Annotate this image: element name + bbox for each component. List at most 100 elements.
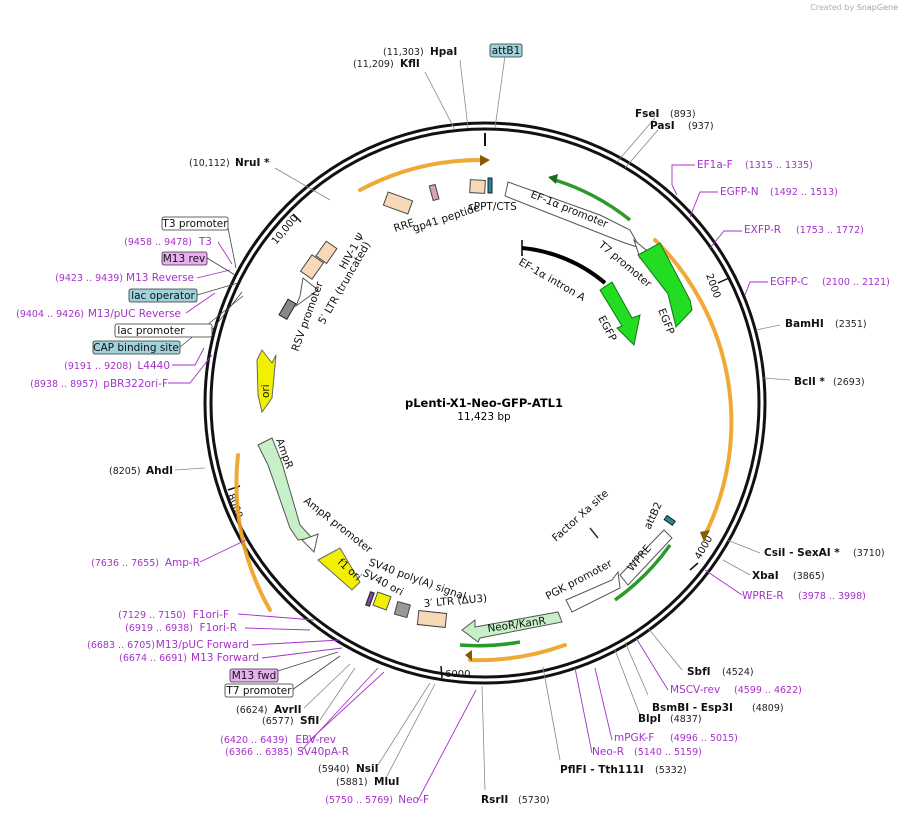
orf-arc-left <box>234 453 272 612</box>
primer-sv40pa-r: SV40pA-R <box>297 746 349 758</box>
feature-cppt-teal <box>487 177 493 194</box>
feature-neor <box>461 611 563 643</box>
snapgene-credit: Created by SnapGene <box>810 3 898 12</box>
enzyme-nrui-coord: (10,112) <box>189 158 230 169</box>
feature-factor-xa <box>589 527 599 539</box>
feature-rre <box>382 191 414 215</box>
label-neor: NeoR/KanR <box>487 615 547 635</box>
orf-arc-top <box>358 158 482 192</box>
label-t3-promoter: T3 promoter <box>161 218 228 230</box>
primer-exfp-r-coord: (1753 .. 1772) <box>796 225 864 236</box>
primer-sv40pa-r-coord: (6366 .. 6385) <box>225 747 293 758</box>
feature-egfp-outer <box>637 242 693 329</box>
primer-ef1a-f-coord: (1315 .. 1335) <box>745 160 813 171</box>
label-ori: ori <box>260 384 272 398</box>
primer-ef1a-f: EF1a-F <box>697 159 733 171</box>
primer-mpgk-f: mPGK-F <box>614 732 654 744</box>
primer-m13-reverse-coord: (9423 .. 9439) <box>55 273 123 284</box>
primer-l4440: L4440 <box>137 360 170 372</box>
label-attb1: attB1 <box>492 45 521 57</box>
primer-exfp-r: EXFP-R <box>744 224 781 236</box>
enzyme-nsii-coord: (5940) <box>318 764 350 775</box>
orf-arrow-right <box>700 530 710 542</box>
enzyme-xbai-coord: (3865) <box>793 571 825 582</box>
enzyme-bamhi: BamHI <box>785 318 824 330</box>
primer-f1ori-f: F1ori-F <box>193 609 229 621</box>
primer-l4440-coord: (9191 .. 9208) <box>64 361 132 372</box>
primer-pbr322ori-f-coord: (8938 .. 8957) <box>30 379 98 390</box>
primer-amp-r: Amp-R <box>165 557 200 569</box>
feature-wpre <box>619 529 673 586</box>
primer-m13-reverse: M13 Reverse <box>126 272 194 284</box>
green-arc-wpre <box>613 543 672 602</box>
feature-sv40-polya <box>393 601 411 619</box>
enzyme-pflfi-tth111i: PflFI - Tth111I <box>560 764 644 776</box>
tick-2000: 2000 <box>703 272 722 300</box>
enzyme-bamhi-coord: (2351) <box>835 319 867 330</box>
primer-pbr322ori-f: pBR322ori-F <box>103 378 168 390</box>
green-arc-ef1a <box>554 178 632 222</box>
enzyme-sfii-coord: (6577) <box>262 716 294 727</box>
enzyme-avrii: AvrII <box>274 704 302 716</box>
enzyme-ahdi: AhdI <box>146 465 173 477</box>
primer-wpre-r: WPRE-R <box>742 590 784 602</box>
feature-hiv-psi <box>315 240 338 265</box>
feature-rsv-tiny <box>278 298 297 320</box>
label-m13-fwd: M13 fwd <box>232 670 277 682</box>
primer-mscv-rev: MSCV-rev <box>670 684 720 696</box>
orf-arrow-top <box>480 155 490 166</box>
feature-f1-ori <box>317 547 361 591</box>
enzyme-hpai: HpaI <box>430 46 457 58</box>
primer-mpgk-f-coord: (4996 .. 5015) <box>670 733 738 744</box>
primer-f1ori-f-coord: (7129 .. 7150) <box>118 610 186 621</box>
label-attb2: attB2 <box>642 500 665 531</box>
feature-ori <box>256 349 277 414</box>
feature-egfp-inner <box>599 281 641 347</box>
feature-cppt <box>469 179 486 194</box>
primer-egfp-n: EGFP-N <box>720 186 759 198</box>
primer-m13-puc-reverse-coord: (9404 .. 9426) <box>16 309 84 320</box>
label-lac-promoter: lac promoter <box>117 325 185 337</box>
enzyme-kfli-coord: (11,209) <box>353 59 394 70</box>
enzyme-nsii: NsiI <box>356 763 379 775</box>
enzyme-blpi-coord: (4837) <box>670 714 702 725</box>
box-m13-fwd <box>229 668 279 683</box>
backbone-inner <box>209 127 761 679</box>
snapgene-logo: SnapGene <box>856 3 898 12</box>
enzyme-csii-sexai: CsiI - SexAI * <box>764 547 840 559</box>
primer-f1ori-r-coord: (6919 .. 6938) <box>125 623 193 634</box>
primer-m13-forward: M13 Forward <box>191 652 259 664</box>
enzyme-xbai: XbaI <box>752 570 779 582</box>
primer-wpre-r-coord: (3978 .. 3998) <box>798 591 866 602</box>
enzyme-pasi-coord: (937) <box>688 121 714 132</box>
feature-5ltr <box>299 254 325 280</box>
primer-m13-puc-reverse: M13/pUC Reverse <box>88 308 181 320</box>
label-cppt: cPPT/CTS <box>468 201 517 213</box>
feature-sv40-ori <box>372 591 392 611</box>
enzyme-bcli-coord: (2693) <box>833 377 865 388</box>
primer-egfp-c: EGFP-C <box>770 276 808 288</box>
feature-sv40-small <box>365 591 375 607</box>
feature-ef1a-intron <box>521 246 607 285</box>
primer-amp-r-coord: (7636 .. 7655) <box>91 558 159 569</box>
feature-rsv-promoter <box>294 277 319 308</box>
label-cap-binding-site: CAP binding site <box>93 342 179 354</box>
primer-neo-f: Neo-F <box>398 794 429 806</box>
enzyme-pflfi-coord: (5332) <box>655 765 687 776</box>
enzyme-nrui: NruI * <box>235 157 270 169</box>
feature-gp41 <box>428 183 440 202</box>
primer-egfp-c-coord: (2100 .. 2121) <box>822 277 890 288</box>
label-m13-rev: M13 rev <box>163 253 206 265</box>
enzyme-hpai-coord: (11,303) <box>383 47 424 58</box>
primer-t3: T3 <box>198 236 212 248</box>
feature-ampr-promoter <box>301 533 319 553</box>
primer-ebv-rev: EBV-rev <box>295 734 336 746</box>
enzyme-ahdi-coord: (8205) <box>109 466 141 477</box>
enzyme-csii-coord: (3710) <box>853 548 885 559</box>
feature-3ltr <box>416 610 448 628</box>
label-gp41: gp41 peptide <box>411 202 481 235</box>
enzyme-sbfi-coord: (4524) <box>722 667 754 678</box>
box-m13-rev <box>161 251 208 266</box>
box-lac-promoter <box>114 323 213 338</box>
